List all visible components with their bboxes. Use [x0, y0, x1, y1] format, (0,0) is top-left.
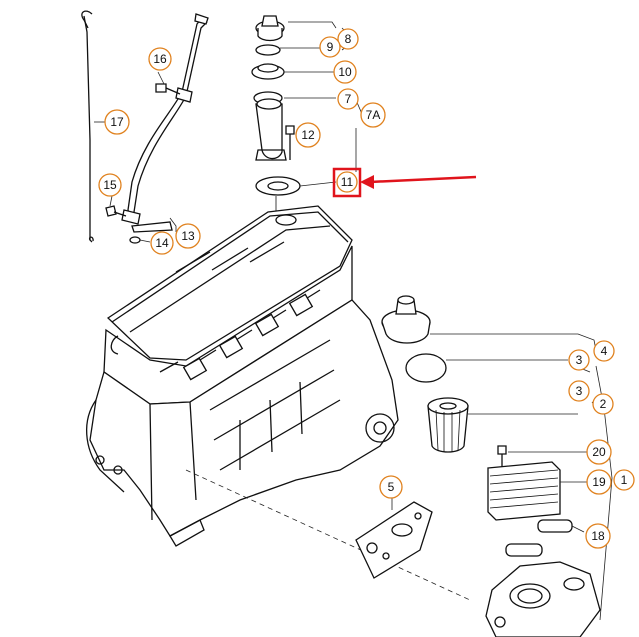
- callout-1[interactable]: 1: [613, 469, 635, 491]
- callout-label-5: 5: [388, 480, 395, 494]
- callout-label-2: 2: [600, 397, 607, 411]
- callout-14[interactable]: 14: [150, 231, 174, 255]
- callout-label-11: 11: [341, 175, 354, 189]
- dipstick: [81, 10, 94, 243]
- bolt-15: [105, 205, 127, 217]
- callout-label-13: 13: [181, 229, 195, 243]
- highlight-box: [332, 167, 362, 198]
- gasket-5: [355, 501, 433, 579]
- callout-label-10: 10: [338, 65, 352, 79]
- highlight-arrowhead: [360, 175, 374, 189]
- callout-15[interactable]: 15: [98, 173, 122, 197]
- callout-16[interactable]: 16: [148, 47, 172, 71]
- oil-filter-element-2: [427, 397, 469, 453]
- bolt-12: [285, 125, 295, 160]
- callout-label-7: 7: [345, 92, 352, 106]
- callout-7a[interactable]: 7A: [360, 102, 386, 128]
- callout-label-7a: 7A: [366, 108, 381, 122]
- callout-label-18: 18: [591, 529, 605, 543]
- oil-filter-housing-1: [485, 561, 601, 637]
- callout-label-16: 16: [153, 52, 167, 66]
- callout-20[interactable]: 20: [586, 439, 612, 465]
- callout-label-1: 1: [621, 473, 628, 487]
- callout-10[interactable]: 10: [333, 60, 357, 84]
- engine-block: [85, 205, 399, 547]
- callout-17[interactable]: 17: [104, 109, 130, 135]
- callout-label-20: 20: [592, 445, 606, 459]
- callout-label-12: 12: [301, 128, 315, 142]
- callout-label-17: 17: [110, 115, 124, 129]
- callout-8[interactable]: 8: [337, 28, 359, 50]
- callout-7[interactable]: 7: [337, 88, 359, 110]
- filter-cap-4: [381, 295, 431, 344]
- dipstick-guide-tube: [121, 13, 209, 244]
- gasket-11: [255, 176, 301, 196]
- highlight-marker: [332, 167, 477, 198]
- filler-flange-10: [251, 63, 285, 80]
- callout-label-15: 15: [103, 178, 117, 192]
- highlight-arrow: [369, 175, 477, 184]
- callout-label-4: 4: [601, 344, 608, 358]
- callout-5[interactable]: 5: [379, 475, 403, 499]
- callout-label-8: 8: [345, 32, 352, 46]
- oil-cooler-19: [487, 461, 561, 521]
- seal-ring-9: [255, 44, 281, 56]
- seal-ring-3a: [405, 353, 447, 383]
- callout-11[interactable]: 11: [336, 171, 358, 193]
- callout-4[interactable]: 4: [593, 340, 615, 362]
- callout-label-19: 19: [592, 475, 606, 489]
- bolt-16: [155, 83, 181, 95]
- callout-3-lower[interactable]: 3: [568, 380, 590, 402]
- oil-filler-cap: [255, 15, 285, 42]
- callout-12[interactable]: 12: [295, 122, 321, 148]
- callout-label-9: 9: [327, 40, 334, 54]
- callout-3-upper[interactable]: 3: [568, 349, 590, 371]
- callout-18[interactable]: 18: [585, 523, 611, 549]
- callout-label-3-lower: 3: [576, 384, 583, 398]
- callout-2[interactable]: 2: [592, 393, 614, 415]
- seals-18: [505, 519, 573, 557]
- filler-neck-7: [253, 91, 287, 161]
- callout-label-3-upper: 3: [576, 353, 583, 367]
- callout-label-14: 14: [155, 236, 169, 250]
- callout-13[interactable]: 13: [175, 223, 201, 249]
- callout-9[interactable]: 9: [319, 36, 341, 58]
- callout-19[interactable]: 19: [586, 469, 612, 495]
